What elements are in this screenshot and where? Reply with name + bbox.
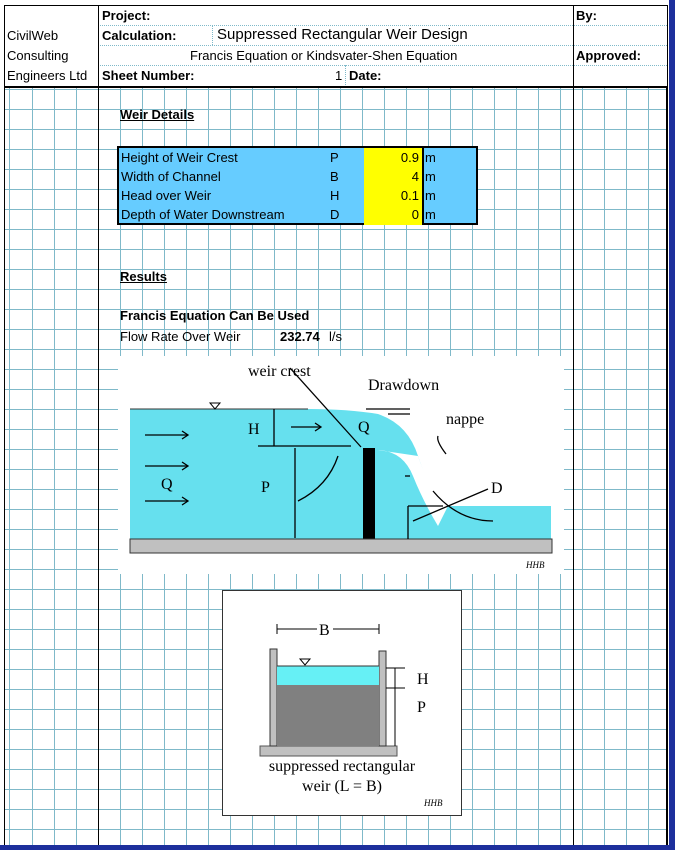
table-row: Height of Weir Crest P 0.9 m <box>119 148 476 168</box>
flow-rate-value: 232.74 <box>280 329 320 344</box>
crest-height-label: P <box>261 479 270 496</box>
approved-label: Approved: <box>576 48 641 63</box>
by-label: By: <box>576 8 597 23</box>
sheet-number-value[interactable]: 1 <box>335 68 343 83</box>
head-input[interactable]: 0.1 <box>364 186 422 206</box>
drawdown-label: Drawdown <box>368 377 439 394</box>
project-label: Project: <box>102 8 151 23</box>
weir-details-heading: Weir Details <box>120 107 195 122</box>
channel-width-input[interactable]: 4 <box>364 167 422 187</box>
caption-line2: weir (L = B) <box>302 778 382 795</box>
flow-rate-unit: l/s <box>329 329 342 344</box>
date-label: Date: <box>349 68 382 83</box>
table-row: Depth of Water Downstream D 0 m <box>119 205 476 225</box>
row-symbol: H <box>330 188 340 203</box>
flow-rate-label: Flow Rate Over Weir <box>120 329 241 344</box>
caption-line1: suppressed rectangular <box>269 758 416 775</box>
weir-crest-label: weir crest <box>248 363 311 380</box>
company-name-line1: CivilWeb <box>7 28 59 43</box>
weir-profile-diagram: weir crest Drawdown nappe H P Q Q D HHB <box>118 356 564 574</box>
row-unit: m <box>425 169 436 184</box>
signature: HHB <box>525 560 545 570</box>
nappe-label: nappe <box>446 411 484 428</box>
title-block: CivilWeb Consulting Engineers Ltd Projec… <box>5 6 667 88</box>
sheet-number-label: Sheet Number: <box>102 68 195 83</box>
table-row: Head over Weir H 0.1 m <box>119 186 476 206</box>
weir-details-table: Height of Weir Crest P 0.9 m Width of Ch… <box>117 146 478 225</box>
company-name-line3: Engineers Ltd <box>7 68 88 83</box>
row-symbol: D <box>330 207 340 222</box>
row-unit: m <box>425 207 436 222</box>
row-label: Head over Weir <box>121 188 212 203</box>
width-label: B <box>319 622 330 639</box>
column-divider-right <box>573 6 574 845</box>
row-label: Height of Weir Crest <box>121 150 238 165</box>
weir-section-diagram: B H P suppressed rectangular weir (L = B… <box>222 590 462 816</box>
row-symbol: B <box>330 169 339 184</box>
flow-label-crest: Q <box>358 419 370 436</box>
downstream-depth-input[interactable]: 0 <box>364 205 422 225</box>
results-heading: Results <box>120 269 167 284</box>
signature: HHB <box>423 798 443 808</box>
window-edge <box>669 0 675 850</box>
row-unit: m <box>425 188 436 203</box>
head-label: H <box>417 671 429 688</box>
crest-height-label: P <box>417 699 426 716</box>
calculation-subtitle[interactable]: Francis Equation or Kindsvater-Shen Equa… <box>190 48 458 63</box>
downstream-depth-label: D <box>491 480 503 497</box>
company-name-line2: Consulting <box>7 48 69 63</box>
method-result: Francis Equation Can Be Used <box>120 308 310 323</box>
flow-label-upstream: Q <box>161 476 173 493</box>
calculation-value[interactable]: Suppressed Rectangular Weir Design <box>217 26 468 43</box>
calculation-label: Calculation: <box>102 28 177 43</box>
row-symbol: P <box>330 150 339 165</box>
row-label: Depth of Water Downstream <box>121 207 285 222</box>
weir-height-input[interactable]: 0.9 <box>364 148 422 168</box>
row-label: Width of Channel <box>121 169 221 184</box>
column-divider-left <box>98 6 99 845</box>
table-row: Width of Channel B 4 m <box>119 167 476 187</box>
window-bottom-edge <box>0 845 675 850</box>
head-label: H <box>248 421 260 438</box>
row-unit: m <box>425 150 436 165</box>
